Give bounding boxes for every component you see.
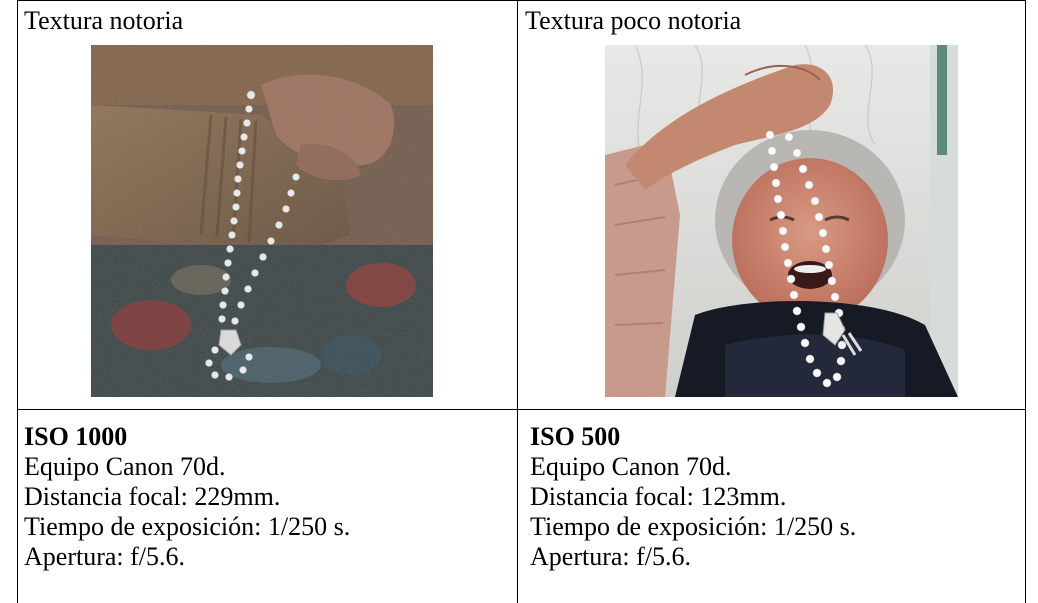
right-focal-length: Distancia focal: 123mm. (530, 482, 787, 511)
left-camera: Equipo Canon 70d. (24, 452, 226, 481)
table-top-border (17, 0, 1026, 1)
right-specs: ISO 500 Equipo Canon 70d. Distancia foca… (530, 422, 856, 572)
left-exposure-time: Tiempo de exposición: 1/250 s. (24, 512, 351, 541)
table-column-divider (517, 0, 518, 603)
table-left-border (17, 0, 18, 603)
table-header-divider-left (17, 40, 1026, 41)
right-exposure-time: Tiempo de exposición: 1/250 s. (530, 512, 857, 541)
left-specs: ISO 1000 Equipo Canon 70d. Distancia foc… (24, 422, 350, 572)
photo-elderly-woman-rosary-icon (605, 45, 958, 397)
table-row-divider (17, 409, 1026, 410)
left-photo (91, 45, 433, 397)
left-iso: ISO 1000 (24, 422, 128, 451)
left-column-header: Textura notoria (24, 6, 184, 35)
right-column-header: Textura poco notoria (525, 6, 742, 35)
right-photo (605, 45, 958, 397)
right-iso: ISO 500 (530, 422, 621, 451)
right-aperture: Apertura: f/5.6. (530, 542, 692, 571)
table-right-border (1025, 0, 1026, 603)
left-aperture: Apertura: f/5.6. (24, 542, 186, 571)
photo-hand-rosary-noisy-icon (91, 45, 433, 397)
left-focal-length: Distancia focal: 229mm. (24, 482, 281, 511)
right-camera: Equipo Canon 70d. (530, 452, 732, 481)
